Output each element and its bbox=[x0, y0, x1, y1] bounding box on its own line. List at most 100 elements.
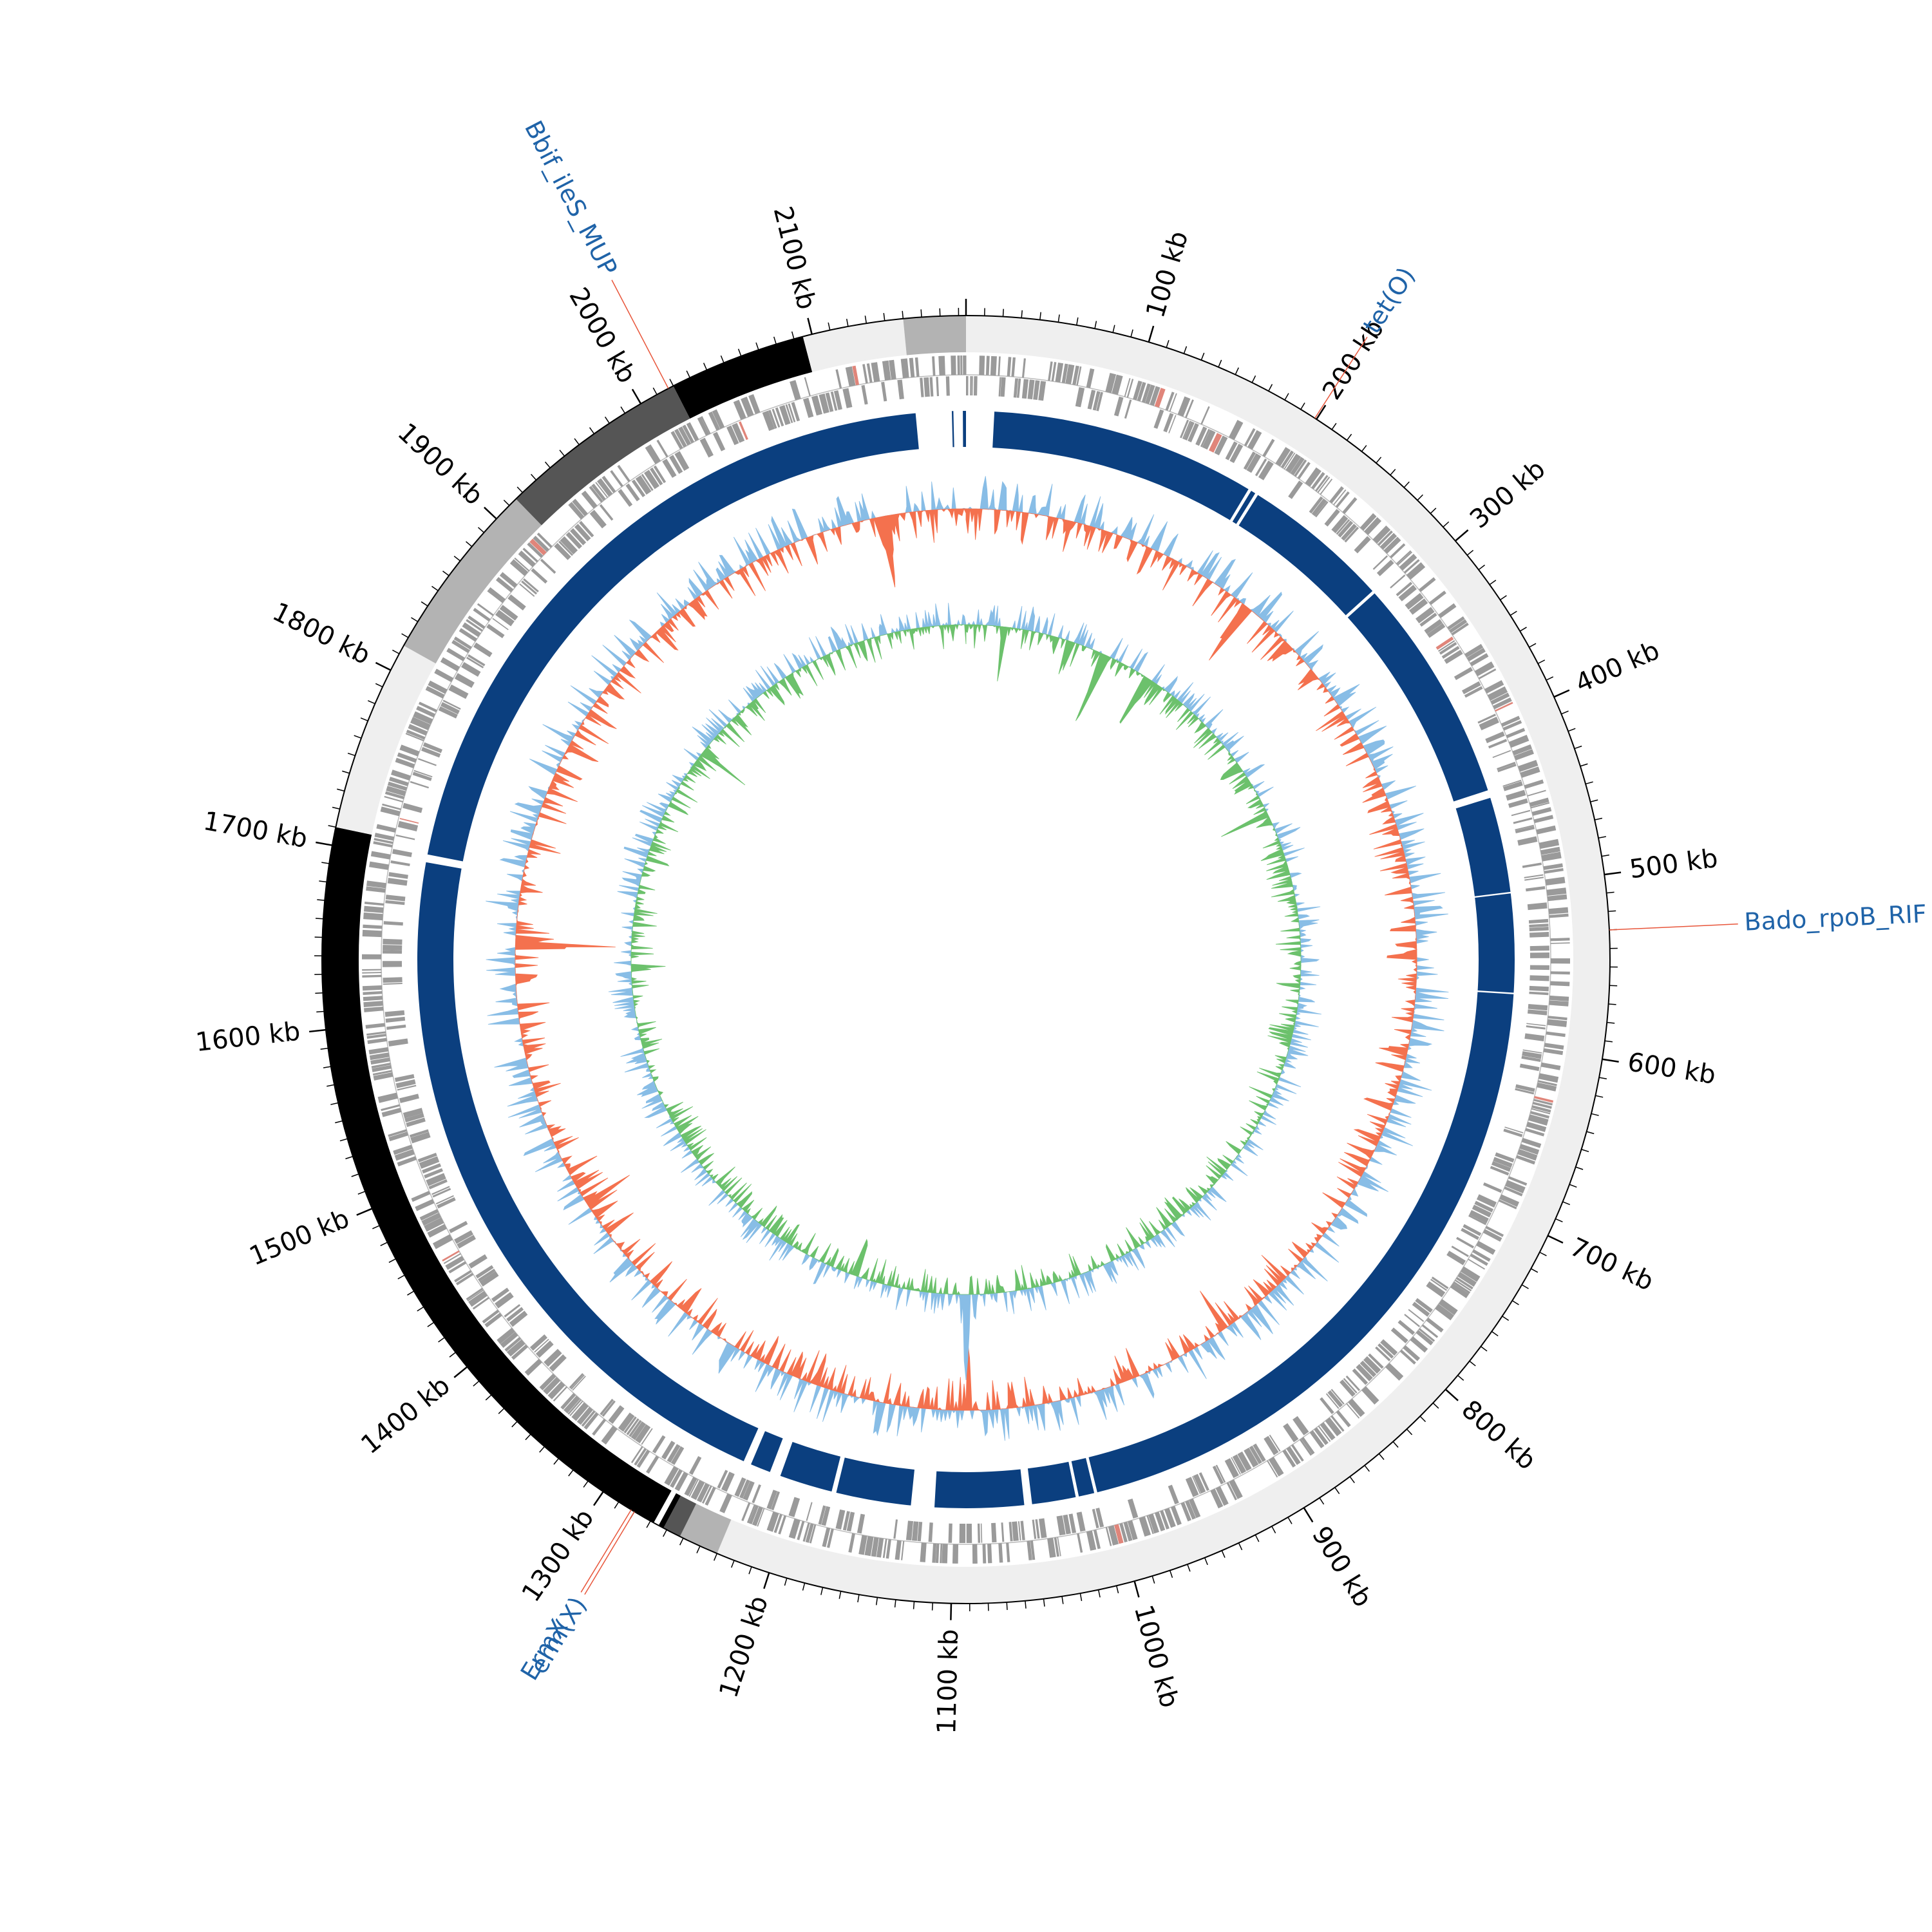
cds-feature bbox=[1530, 975, 1549, 981]
minor-tick bbox=[1443, 521, 1450, 527]
cds-feature bbox=[861, 384, 868, 405]
cds-feature bbox=[549, 1354, 567, 1372]
minor-tick bbox=[1238, 1542, 1243, 1551]
cds-feature bbox=[1469, 1209, 1489, 1224]
cds-feature bbox=[1108, 1525, 1119, 1546]
cds-feature bbox=[1546, 887, 1567, 896]
cds-feature bbox=[424, 1217, 444, 1232]
minor-tick bbox=[1480, 1346, 1488, 1352]
minor-tick bbox=[375, 683, 383, 688]
minor-tick bbox=[1331, 422, 1337, 430]
cds-feature bbox=[1096, 392, 1103, 412]
cds-feature bbox=[932, 356, 936, 376]
cds-feature bbox=[1348, 1398, 1365, 1417]
minor-tick bbox=[473, 1380, 480, 1387]
cds-feature bbox=[478, 1268, 496, 1282]
minor-tick bbox=[559, 450, 565, 457]
minor-tick bbox=[323, 1066, 332, 1068]
cds-feature bbox=[790, 380, 801, 401]
cds-feature bbox=[717, 1470, 728, 1489]
major-tick bbox=[1602, 1058, 1619, 1063]
cds-feature bbox=[1038, 381, 1046, 401]
cds-feature bbox=[1047, 1537, 1056, 1558]
cds-feature bbox=[1320, 1397, 1334, 1414]
cds-feature bbox=[560, 1393, 576, 1410]
cds-feature bbox=[1200, 406, 1210, 425]
cds-feature bbox=[373, 1072, 393, 1081]
major-tick bbox=[1133, 1580, 1140, 1598]
cds-feature bbox=[1532, 1101, 1552, 1109]
cds-feature bbox=[705, 1486, 716, 1506]
cds-feature bbox=[1537, 1082, 1557, 1092]
minor-tick bbox=[431, 585, 439, 591]
cds-feature bbox=[421, 746, 441, 758]
minor-tick bbox=[1580, 763, 1588, 767]
cds-feature bbox=[417, 1152, 437, 1163]
cds-feature bbox=[833, 390, 842, 410]
cds-feature bbox=[866, 363, 873, 383]
cds-feature bbox=[1426, 1281, 1446, 1298]
cds-feature bbox=[979, 355, 985, 375]
cds-feature bbox=[743, 1481, 755, 1501]
cds-feature bbox=[766, 1511, 779, 1532]
cds-feature bbox=[1424, 619, 1443, 634]
cds-feature bbox=[1397, 1320, 1416, 1336]
cds-feature bbox=[1150, 386, 1160, 406]
tick-label: 300 kb bbox=[1464, 454, 1551, 534]
minor-tick bbox=[1575, 1166, 1584, 1170]
cds-feature bbox=[425, 686, 445, 699]
gene-annotation-label: Bado_rpoB_RIF bbox=[1744, 900, 1927, 936]
cds-feature bbox=[1112, 374, 1123, 395]
cds-feature bbox=[1344, 526, 1359, 543]
cds-feature bbox=[1408, 1309, 1425, 1322]
cds-feature bbox=[826, 1528, 834, 1548]
cds-feature bbox=[1435, 636, 1454, 650]
minor-tick bbox=[438, 1337, 445, 1343]
cds-feature bbox=[1454, 1279, 1472, 1292]
cds-feature bbox=[372, 1065, 392, 1072]
cds-feature bbox=[818, 1505, 826, 1525]
cds-feature bbox=[1311, 498, 1327, 516]
cds-feature bbox=[945, 376, 950, 396]
cds-feature bbox=[1503, 1128, 1523, 1137]
cds-feature bbox=[547, 1381, 565, 1399]
cds-feature bbox=[601, 1425, 618, 1445]
cds-feature bbox=[362, 972, 382, 974]
minor-tick bbox=[354, 735, 362, 739]
cds-feature bbox=[495, 609, 515, 627]
minor-tick bbox=[696, 1546, 701, 1553]
cds-feature bbox=[1056, 1515, 1066, 1536]
cds-feature bbox=[475, 1265, 494, 1279]
cds-feature bbox=[521, 580, 538, 595]
cds-feature bbox=[1549, 1000, 1569, 1007]
cds-feature bbox=[395, 757, 415, 768]
cds-feature bbox=[540, 558, 556, 574]
cds-feature bbox=[1398, 585, 1417, 601]
cds-feature bbox=[1011, 357, 1016, 377]
minor-tick bbox=[838, 1591, 842, 1599]
minor-tick bbox=[720, 355, 724, 363]
cds-feature bbox=[579, 520, 594, 538]
cds-feature bbox=[1160, 1510, 1170, 1530]
cds-feature bbox=[381, 1104, 401, 1112]
cds-feature bbox=[1468, 1258, 1485, 1270]
cds-feature bbox=[1063, 1514, 1071, 1535]
minor-tick bbox=[539, 1446, 545, 1453]
minor-tick bbox=[1204, 1557, 1208, 1566]
cds-feature bbox=[454, 1270, 472, 1283]
cds-feature bbox=[388, 1129, 408, 1137]
cds-feature bbox=[1529, 991, 1549, 996]
cds-feature bbox=[1229, 444, 1244, 464]
cds-feature bbox=[1264, 1435, 1279, 1455]
cds-feature bbox=[486, 623, 505, 639]
cds-feature bbox=[419, 1209, 439, 1221]
minor-tick bbox=[1361, 445, 1367, 452]
minor-tick bbox=[1595, 1095, 1604, 1098]
cds-feature bbox=[1533, 815, 1554, 824]
cds-feature bbox=[882, 1539, 887, 1558]
major-tick bbox=[1316, 404, 1327, 420]
cds-feature bbox=[1476, 1240, 1496, 1255]
major-tick bbox=[356, 1208, 373, 1216]
cds-feature bbox=[845, 366, 856, 387]
cds-feature bbox=[1335, 491, 1350, 508]
